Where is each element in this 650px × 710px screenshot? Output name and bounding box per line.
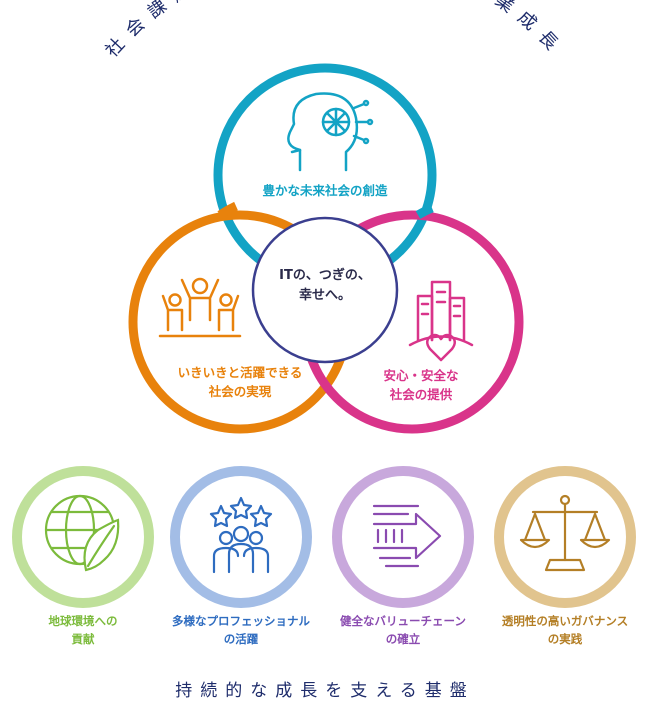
center-ring (251, 216, 399, 364)
foundation-ring-environment (12, 466, 154, 608)
pillar-label-left-line-2: 社会の実現 (208, 384, 272, 399)
foundation-rings (12, 466, 636, 608)
foundation-label-environment-line-2: 貢献 (71, 632, 95, 646)
scales-icon (519, 494, 611, 572)
foundation-label-governance-line-2: の実践 (547, 632, 583, 646)
pillar-label-right: 安心・安全な 社会の提供 (341, 366, 501, 404)
foundation-ring-governance (494, 466, 636, 608)
people-cheering-icon (158, 277, 242, 338)
foundation-label-professionals: 多様なプロフェッショナル の活躍 (156, 612, 326, 648)
center-line-1: ITの、つぎの、 (279, 268, 371, 283)
arc-title-svg: 社会課題解決を通じた持続的な事業成長 (102, 0, 559, 62)
center-line-2: 幸せへ。 (298, 288, 351, 303)
foundation-ring-professionals (170, 466, 312, 608)
pillar-label-left-line-1: いきいきと活躍できる (177, 365, 303, 380)
foundation-label-professionals-line-2: の活躍 (223, 632, 259, 646)
foundation-label-environment: 地球環境への 貢献 (3, 612, 163, 648)
bottom-title: 持続的な成長を支える基盤 (175, 681, 475, 701)
foundation-label-governance-line-1: 透明性の高いガバナンス (501, 614, 629, 628)
ai-head-icon (287, 92, 374, 172)
pillar-label-top: 豊かな未来社会の創造 (262, 183, 388, 198)
foundation-label-value-chain-line-2: の確立 (385, 632, 421, 646)
globe-leaf-icon (44, 494, 120, 572)
foundation-label-environment-line-1: 地球環境への (48, 614, 118, 628)
foundation-label-governance: 透明性の高いガバナンス の実践 (485, 612, 645, 648)
pillar-label-right-line-2: 社会の提供 (389, 387, 453, 402)
foundation-label-professionals-line-1: 多様なプロフェッショナル (172, 614, 310, 628)
foundation-ring-value-chain (332, 466, 474, 608)
foundation-label-value-chain: 健全なバリューチェーン の確立 (323, 612, 483, 648)
center-tagline: ITの、つぎの、 幸せへ。 (255, 266, 395, 306)
venn-diagram (128, 63, 524, 434)
city-heart-icon (408, 280, 474, 362)
pillar-label-left: いきいきと活躍できる 社会の実現 (140, 363, 340, 401)
pillar-label-right-line-1: 安心・安全な (383, 368, 459, 383)
team-stars-icon (209, 496, 273, 574)
foundation-label-value-chain-line-1: 健全なバリューチェーン (340, 614, 466, 628)
arrow-flow-icon (372, 504, 442, 568)
